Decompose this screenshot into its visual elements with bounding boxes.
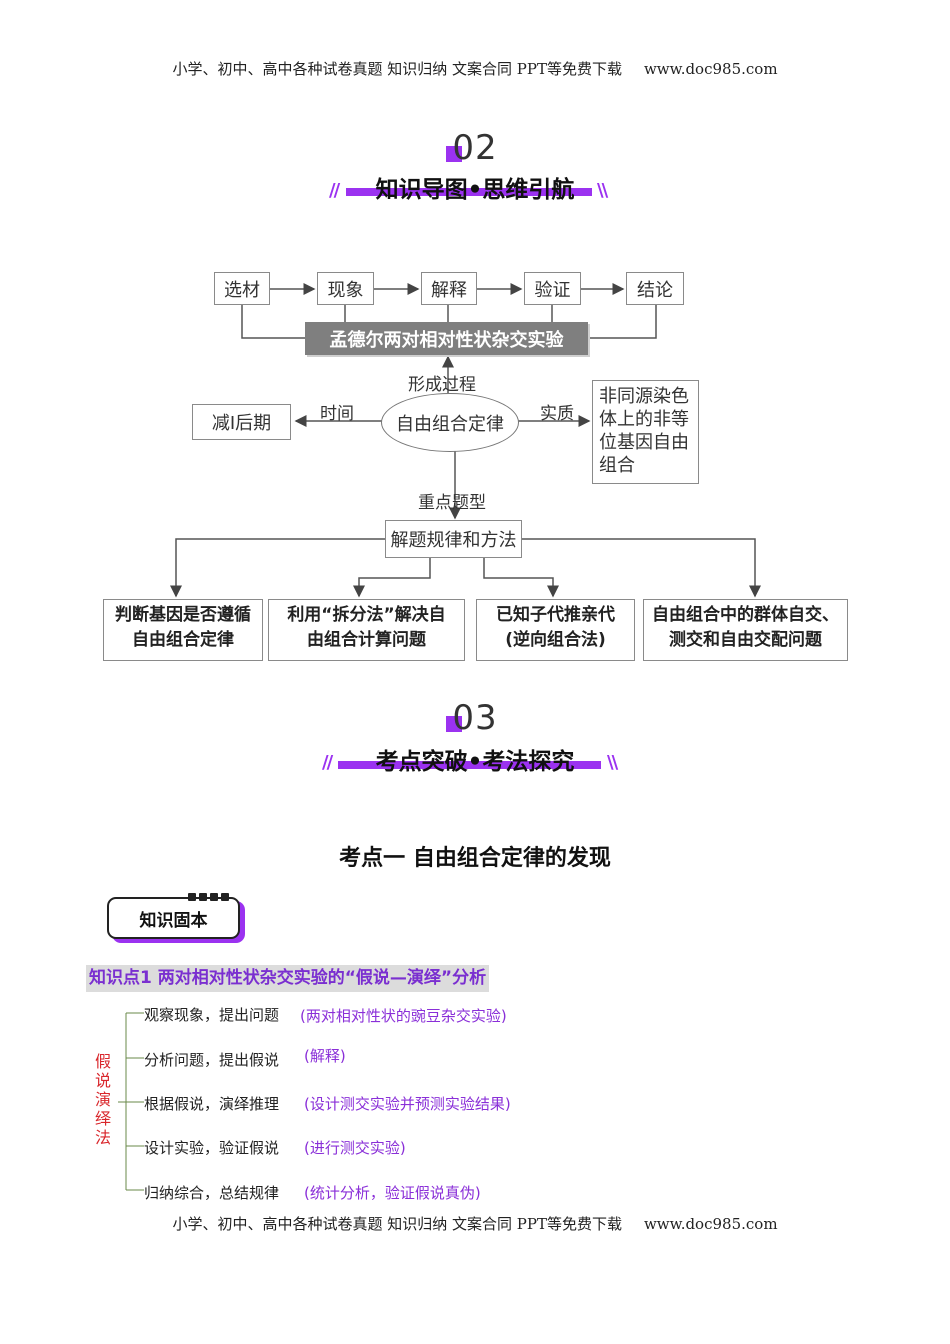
knowledge-badge: 知识固本 bbox=[107, 897, 240, 939]
method-char: 假 bbox=[94, 1052, 111, 1071]
step-5-note: (统计分析，验证假说真伪) bbox=[304, 1184, 481, 1202]
section-03-underline bbox=[338, 761, 601, 769]
question-type-1-line1: 判断基因是否遵循 bbox=[115, 605, 251, 625]
step-2: 分析问题，提出假说 bbox=[144, 1051, 280, 1069]
footer-text: 小学、初中、高中各种试卷真题 知识归纳 文案合同 PPT等免费下载 bbox=[172, 1215, 622, 1233]
label-formation-process: 形成过程 bbox=[408, 375, 476, 395]
step-3: 根据假说，演绎推理 bbox=[144, 1095, 280, 1113]
page-header: 小学、初中、高中各种试卷真题 知识归纳 文案合同 PPT等免费下载 www.doc… bbox=[0, 58, 950, 79]
question-type-box-1: 判断基因是否遵循 自由组合定律 bbox=[103, 599, 263, 661]
step-4-note: (进行测交实验) bbox=[304, 1139, 406, 1157]
question-type-2-line1: 利用“拆分法”解决自 bbox=[287, 605, 446, 625]
step-2-note: (解释) bbox=[304, 1047, 346, 1065]
label-time: 时间 bbox=[320, 404, 354, 424]
step-3-note: (设计测交实验并预测实验结果) bbox=[304, 1095, 511, 1113]
question-type-2-line2: 由组合计算问题 bbox=[307, 630, 426, 650]
step-box-explanation: 解释 bbox=[421, 272, 477, 305]
central-law-ellipse: 自由组合定律 bbox=[381, 393, 519, 452]
header-text: 小学、初中、高中各种试卷真题 知识归纳 文案合同 PPT等免费下载 bbox=[172, 60, 622, 78]
step-4: 设计实验，验证假说 bbox=[144, 1139, 280, 1157]
step-box-phenomenon: 现象 bbox=[317, 272, 374, 305]
label-essence: 实质 bbox=[540, 404, 574, 424]
question-type-4-line2: 测交和自由交配问题 bbox=[669, 630, 822, 650]
method-char: 说 bbox=[94, 1071, 111, 1090]
right-slashes-icon: \\ bbox=[597, 180, 608, 201]
method-char: 绎 bbox=[94, 1109, 111, 1128]
section-02-number: 02 bbox=[452, 128, 498, 168]
question-type-box-2: 利用“拆分法”解决自 由组合计算问题 bbox=[268, 599, 465, 661]
right-slashes-icon: \\ bbox=[607, 752, 618, 773]
step-box-conclusion: 结论 bbox=[626, 272, 684, 305]
question-type-3-line1: 已知子代推亲代 bbox=[496, 605, 615, 625]
essence-box: 非同源染色体上的非等位基因自由组合 bbox=[592, 380, 699, 484]
badge-dots-icon bbox=[188, 893, 234, 901]
step-box-verification: 验证 bbox=[524, 272, 581, 305]
section-03-number: 03 bbox=[452, 698, 498, 738]
badge-label: 知识固本 bbox=[139, 910, 208, 931]
label-key-question-types: 重点题型 bbox=[418, 493, 486, 513]
method-tree-bracket bbox=[118, 1012, 144, 1191]
method-char: 演 bbox=[94, 1090, 111, 1109]
footer-site: www.doc985.com bbox=[643, 1215, 778, 1233]
section-number-mark bbox=[446, 716, 462, 732]
section-02-title: 知识导图•思维引航 bbox=[375, 177, 575, 203]
kaodian-title: 考点一 自由组合定律的发现 bbox=[339, 846, 611, 871]
experiment-banner: 孟德尔两对相对性状杂交实验 bbox=[305, 322, 588, 355]
step-1-note: (两对相对性状的豌豆杂交实验) bbox=[300, 1007, 507, 1025]
question-type-4-line1: 自由组合中的群体自交、 bbox=[652, 605, 839, 625]
page-footer: 小学、初中、高中各种试卷真题 知识归纳 文案合同 PPT等免费下载 www.doc… bbox=[0, 1213, 950, 1234]
method-char: 法 bbox=[94, 1128, 111, 1147]
step-box-material: 选材 bbox=[214, 272, 270, 305]
methods-box: 解题规律和方法 bbox=[385, 520, 522, 558]
step-1: 观察现象，提出问题 bbox=[144, 1006, 280, 1024]
header-site: www.doc985.com bbox=[643, 60, 778, 78]
knowledge-point-title: 知识点1 两对相对性状杂交实验的“假说—演绎”分析 bbox=[86, 965, 490, 992]
question-type-box-3: 已知子代推亲代 (逆向组合法) bbox=[476, 599, 635, 661]
step-5: 归纳综合，总结规律 bbox=[144, 1184, 280, 1202]
question-type-box-4: 自由组合中的群体自交、 测交和自由交配问题 bbox=[643, 599, 848, 661]
question-type-1-line2: 自由组合定律 bbox=[132, 630, 234, 650]
section-02-underline bbox=[346, 188, 592, 196]
left-slashes-icon: // bbox=[322, 752, 333, 773]
question-type-3-line2: (逆向组合法) bbox=[505, 630, 606, 650]
section-number-mark bbox=[446, 146, 462, 162]
left-slashes-icon: // bbox=[329, 180, 340, 201]
mindmap-connectors bbox=[170, 283, 761, 598]
section-03-title: 考点突破•考法探究 bbox=[375, 749, 575, 775]
time-box: 减Ⅰ后期 bbox=[192, 404, 291, 440]
hypothesis-deduction-label: 假 说 演 绎 法 bbox=[92, 1052, 114, 1147]
